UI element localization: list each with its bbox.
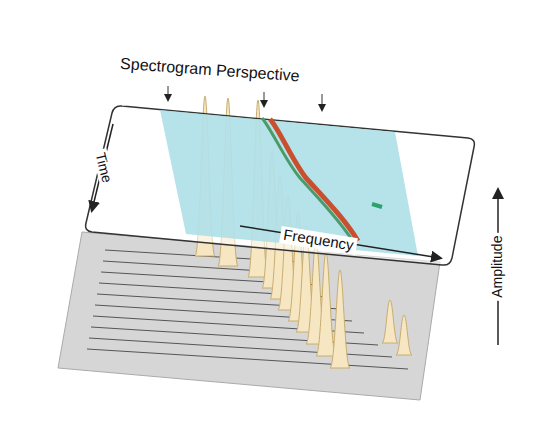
- spectrogram-trace: [270, 119, 358, 241]
- diagram-title: Spectrogram Perspective: [120, 55, 300, 85]
- frequency-axis-arrow: [240, 226, 440, 258]
- spectral-blip: [372, 204, 382, 207]
- spectrogram-plane: [86, 106, 475, 265]
- tick-arrows: [168, 86, 322, 110]
- frequency-band: [160, 110, 418, 256]
- axis-label: Amplitude: [490, 233, 505, 301]
- spectrum-baselines: [87, 250, 408, 369]
